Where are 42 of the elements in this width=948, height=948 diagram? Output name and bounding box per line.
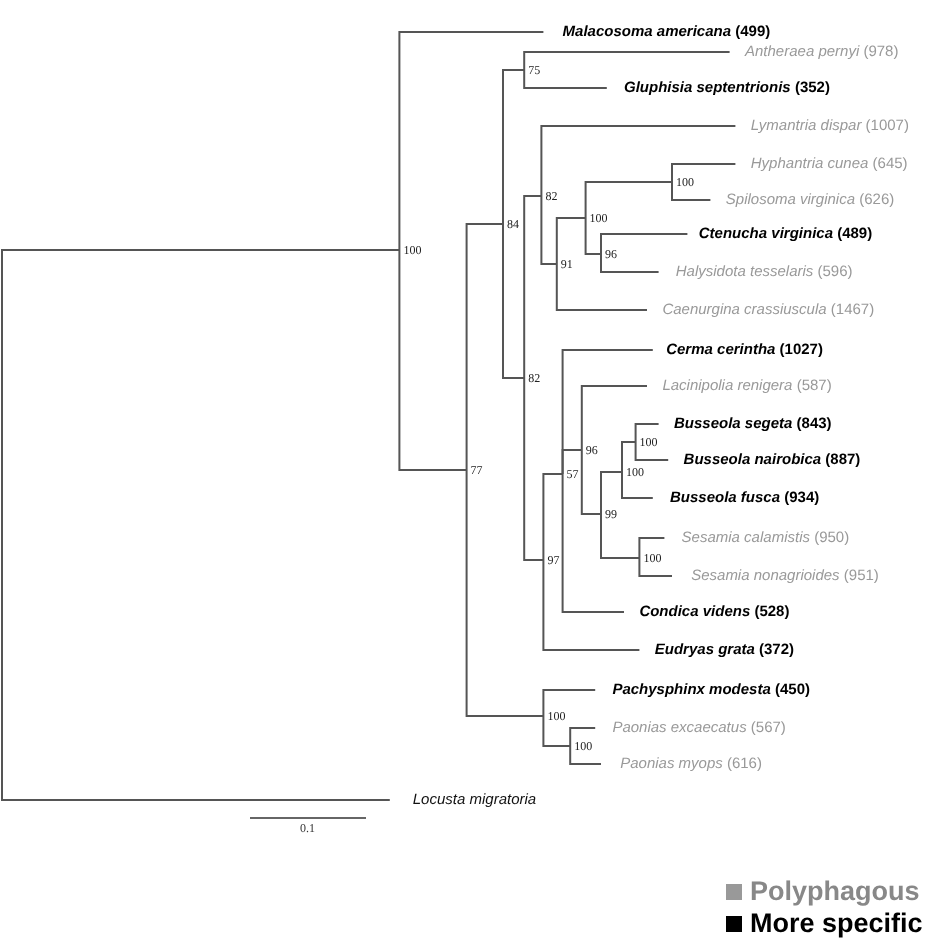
tree-branch <box>523 69 608 89</box>
tree-branch <box>502 223 526 379</box>
tree-branch <box>465 469 545 717</box>
tree-branch <box>580 449 602 515</box>
tree-branch <box>502 69 526 225</box>
tree-branch <box>671 163 737 183</box>
tree-branch <box>1 249 401 525</box>
tree-branch <box>542 559 641 651</box>
tree-branch <box>621 441 637 473</box>
tree-branch <box>638 557 673 577</box>
tree-branch <box>540 125 737 197</box>
tree-branch <box>569 727 597 747</box>
tree-branch <box>621 471 654 499</box>
tree-branch <box>542 715 572 747</box>
tree-branch <box>600 471 623 515</box>
tree-branch <box>542 473 564 561</box>
tree-branch <box>523 51 731 71</box>
tree-branch <box>638 537 666 559</box>
tree-branch <box>1 523 391 801</box>
tree-branch <box>584 217 602 255</box>
tree-branch <box>569 745 602 765</box>
tree-branch <box>634 423 660 443</box>
tree-branch <box>671 181 712 201</box>
tree-branch <box>600 253 660 273</box>
tree-branch <box>465 223 504 471</box>
tree-branch <box>540 195 558 265</box>
legend-label: More specific <box>750 908 923 940</box>
tree-branch <box>600 513 641 559</box>
tree-branch <box>561 473 625 613</box>
tree-branch <box>542 689 597 717</box>
tree-branch <box>600 233 689 255</box>
tree-branch <box>523 377 545 561</box>
tree-branch <box>580 385 648 451</box>
tree-branch <box>398 31 545 251</box>
legend-label: Polyphagous <box>750 876 920 908</box>
tree-branch <box>584 181 673 219</box>
tree-branch <box>561 449 583 475</box>
tree-branch <box>398 249 468 471</box>
tree-branch <box>555 217 587 265</box>
tree-branch <box>634 441 670 461</box>
tree-branch <box>523 195 543 379</box>
tree-branch <box>555 263 648 311</box>
